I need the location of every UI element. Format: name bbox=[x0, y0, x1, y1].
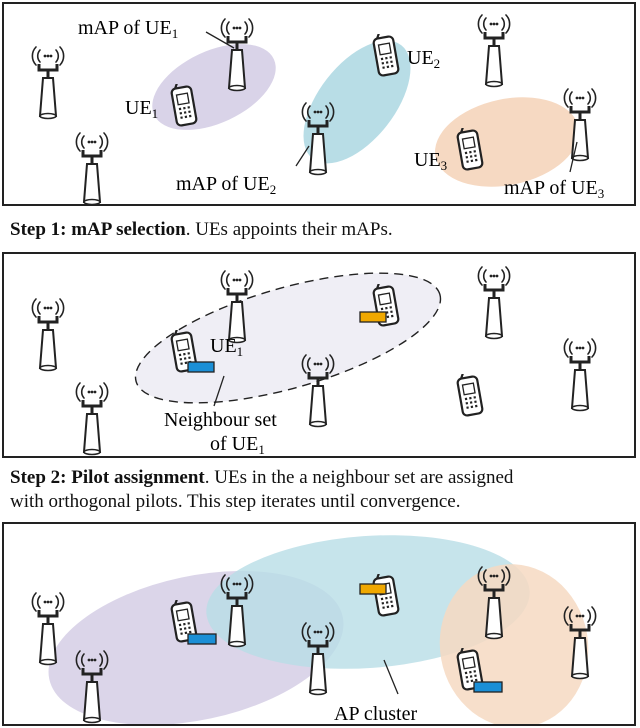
step2-text-line1: . UEs in the a neighbour set are assigne… bbox=[204, 467, 514, 488]
step2-text-line2: with orthogonal pilots. This step iterat… bbox=[10, 491, 461, 512]
neighbour-label-line1: Neighbour set bbox=[164, 409, 277, 431]
ap-icon bbox=[74, 381, 110, 456]
map-ue1-label: mAP of UE1 bbox=[78, 17, 178, 41]
panel1-canvas: mAP of UE1 UE1 UE2 mAP of UE2 UE3 mAP of… bbox=[30, 13, 604, 204]
ue1-map-region bbox=[152, 44, 276, 130]
ue2-map-region bbox=[303, 40, 411, 164]
ap-cluster-label: AP cluster bbox=[334, 703, 417, 725]
pilot-blue-icon bbox=[187, 633, 217, 645]
pilot-orange-icon bbox=[359, 311, 387, 323]
ap-icon bbox=[476, 265, 512, 340]
panel-ap-clusters: AP cluster bbox=[2, 522, 636, 726]
neighbour-label-line2: of UE1 bbox=[210, 433, 265, 457]
pilot-blue-icon bbox=[187, 361, 215, 373]
panel3-canvas: AP cluster bbox=[30, 535, 598, 725]
ap-icon bbox=[476, 13, 512, 88]
pilot-blue-icon bbox=[473, 681, 503, 693]
step1-caption: Step 1: mAP selection. UEs appoints thei… bbox=[10, 218, 393, 242]
ue-phone-icon bbox=[456, 374, 484, 418]
panel2-canvas: UE1 Neighbour set of UE1 bbox=[30, 265, 598, 457]
panel-map-selection: mAP of UE1 UE1 UE2 mAP of UE2 UE3 mAP of… bbox=[2, 2, 636, 206]
step2-caption: Step 2: Pilot assignment. UEs in the a n… bbox=[10, 466, 513, 514]
step1-text: . UEs appoints their mAPs. bbox=[185, 219, 393, 240]
ue2-label: UE2 bbox=[407, 47, 440, 71]
map-ue3-label: mAP of UE3 bbox=[504, 177, 604, 201]
panel-pilot-assignment: UE1 Neighbour set of UE1 bbox=[2, 252, 636, 458]
map-ue2-label: mAP of UE2 bbox=[176, 173, 276, 197]
ap-icon bbox=[562, 337, 598, 412]
step1-title: Step 1: mAP selection bbox=[10, 219, 186, 240]
ap-icon bbox=[74, 131, 110, 204]
pilot-orange-icon bbox=[359, 583, 387, 595]
step2-title: Step 2: Pilot assignment bbox=[10, 467, 205, 488]
ap-icon bbox=[30, 45, 66, 120]
ue3-label: UE3 bbox=[414, 149, 447, 173]
ue1-label: UE1 bbox=[125, 97, 158, 121]
ue1-label: UE1 bbox=[210, 335, 243, 359]
ap-icon bbox=[30, 297, 66, 372]
